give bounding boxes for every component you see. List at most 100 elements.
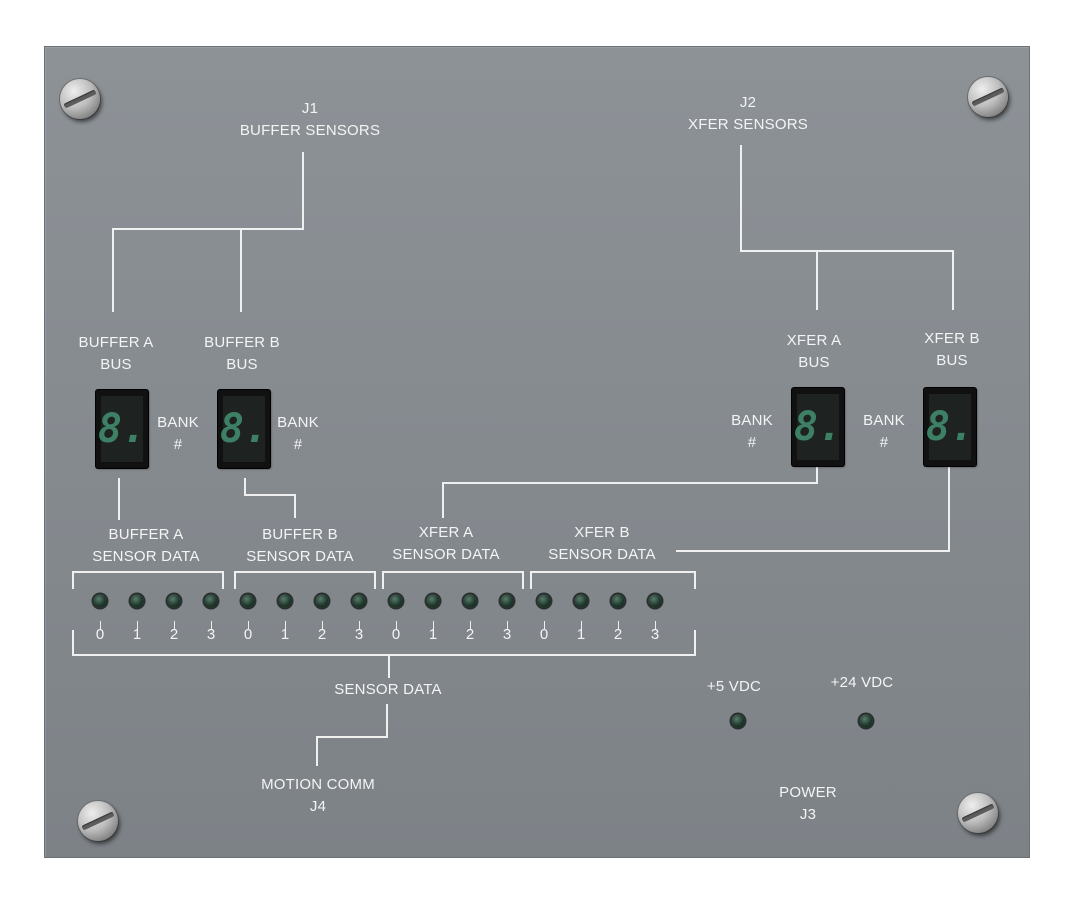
- channel-tick: [285, 621, 286, 630]
- xfer-a-sensor-led-0: [389, 594, 403, 608]
- sensor-data-label: SENSOR DATA: [334, 681, 442, 698]
- bracket-buffer-a-right: [222, 571, 224, 589]
- buffer-b-bank-display: 8.: [218, 390, 270, 468]
- channel-number: 0: [95, 626, 105, 643]
- channel-number: 1: [132, 626, 142, 643]
- bank-word: BANK: [863, 412, 905, 429]
- channel-number: 2: [317, 626, 327, 643]
- j2-wire-to-xfer-b: [952, 250, 954, 310]
- j3-id: J3: [799, 806, 817, 823]
- group-name: XFER B: [574, 524, 630, 541]
- xfer-a-bus-name: XFER A: [786, 332, 842, 349]
- channel-number: 2: [169, 626, 179, 643]
- bank-hash: #: [173, 436, 183, 453]
- bank-hash: #: [879, 434, 889, 451]
- plus24-vdc-label: +24 VDC: [830, 674, 894, 691]
- j2-id: J2: [739, 94, 757, 111]
- group-suffix: SENSOR DATA: [92, 548, 200, 565]
- bracket-xfer-b-right: [694, 571, 696, 589]
- plus24-vdc-led: [859, 714, 873, 728]
- screw-bottom-right: [958, 793, 998, 833]
- channel-tick: [100, 621, 101, 630]
- j2-wire-vertical: [740, 145, 742, 252]
- buffer-b-bus-label: BUFFER B BUS: [204, 332, 280, 376]
- buffer-b-sensor-led-2: [315, 594, 329, 608]
- j1-id: J1: [301, 100, 319, 117]
- channel-tick: [470, 621, 471, 630]
- buffer-b-sensor-led-3: [352, 594, 366, 608]
- j1-wire-horizontal: [112, 228, 304, 230]
- xfer-a-bus-suffix: BUS: [798, 354, 830, 371]
- bank-hash: #: [747, 434, 757, 451]
- buffer-b-sensor-led-0: [241, 594, 255, 608]
- channel-number: 1: [280, 626, 290, 643]
- buffer-b-digit: 8.: [219, 406, 269, 452]
- xfer-a-sensor-led-1: [426, 594, 440, 608]
- xfer-b-bus-label: XFER B BUS: [924, 328, 979, 372]
- bracket-xfer-a-top: [382, 571, 524, 573]
- bank-word: BANK: [157, 414, 199, 431]
- xfer-a-bank-display: 8.: [792, 388, 844, 466]
- channel-number: 2: [465, 626, 475, 643]
- xfer-b-sensor-led-3: [648, 594, 662, 608]
- buffer-b-bus-name: BUFFER B: [204, 334, 280, 351]
- xfer-a-sensor-data-label: XFER A SENSOR DATA: [392, 522, 500, 566]
- channel-number: 3: [354, 626, 364, 643]
- bracket-sensor-right: [694, 630, 696, 656]
- j4-label: MOTION COMM J4: [261, 774, 375, 818]
- channel-tick: [322, 621, 323, 630]
- buffer-b-display-wire-v1: [244, 478, 246, 496]
- plus5-vdc-label: +5 VDC: [706, 678, 762, 695]
- channel-tick: [248, 621, 249, 630]
- bank-word: BANK: [731, 412, 773, 429]
- group-name: BUFFER A: [108, 526, 184, 543]
- channel-tick: [581, 621, 582, 630]
- channel-tick: [433, 621, 434, 630]
- channel-number: 1: [576, 626, 586, 643]
- xfer-b-sensor-led-2: [611, 594, 625, 608]
- channel-tick: [396, 621, 397, 630]
- group-name: XFER A: [418, 524, 474, 541]
- channel-number: 3: [206, 626, 216, 643]
- xfer-a-bank-label: BANK #: [731, 410, 773, 454]
- bracket-xfer-b-left: [530, 571, 532, 589]
- channel-tick: [655, 621, 656, 630]
- channel-number: 3: [650, 626, 660, 643]
- xfer-b-bus-name: XFER B: [924, 330, 980, 347]
- xfer-a-sensor-led-2: [463, 594, 477, 608]
- xfer-b-sensor-data-label: XFER B SENSOR DATA: [548, 522, 656, 566]
- xfer-b-sensor-led-1: [574, 594, 588, 608]
- j1-wire-to-buffer-b: [240, 228, 242, 312]
- xfer-a-digit: 8.: [793, 404, 843, 450]
- buffer-a-sensor-led-0: [93, 594, 107, 608]
- group-name: BUFFER B: [262, 526, 338, 543]
- buffer-b-bank-label: BANK #: [277, 412, 319, 456]
- group-suffix: SENSOR DATA: [246, 548, 354, 565]
- bracket-xfer-a-left: [382, 571, 384, 589]
- bank-word: BANK: [277, 414, 319, 431]
- xfer-a-display-wire-v1: [816, 466, 818, 484]
- bracket-xfer-a-right: [522, 571, 524, 589]
- buffer-a-bank-display: 8.: [96, 390, 148, 468]
- xfer-a-bus-label: XFER A BUS: [787, 330, 842, 374]
- xfer-b-sensor-led-0: [537, 594, 551, 608]
- xfer-b-display-wire-v: [948, 466, 950, 552]
- bracket-buffer-a-top: [72, 571, 224, 573]
- buffer-b-display-wire-v2: [294, 494, 296, 518]
- channel-tick: [359, 621, 360, 630]
- group-suffix: SENSOR DATA: [392, 546, 500, 563]
- j2-label: J2 XFER SENSORS: [688, 92, 808, 136]
- channel-number: 0: [539, 626, 549, 643]
- bracket-sensor-left: [72, 630, 74, 656]
- buffer-b-sensor-data-label: BUFFER B SENSOR DATA: [246, 524, 354, 568]
- xfer-a-display-wire-v2: [442, 482, 444, 518]
- sensor-data-wire-v2: [386, 704, 388, 738]
- xfer-a-display-wire-h: [442, 482, 818, 484]
- channel-tick: [544, 621, 545, 630]
- buffer-a-sensor-led-3: [204, 594, 218, 608]
- j2-desc: XFER SENSORS: [688, 116, 808, 133]
- buffer-a-bus-label: BUFFER A BUS: [79, 332, 154, 376]
- xfer-b-bank-display: 8.: [924, 388, 976, 466]
- j1-desc: BUFFER SENSORS: [239, 122, 381, 139]
- buffer-a-sensor-led-1: [130, 594, 144, 608]
